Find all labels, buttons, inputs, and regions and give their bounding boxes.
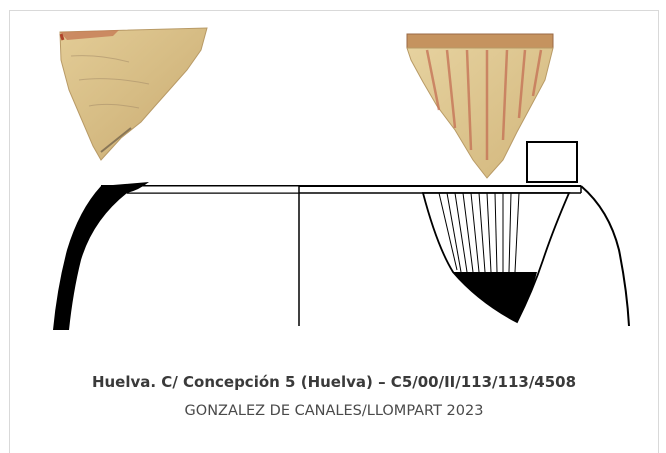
decoration-panel: [421, 192, 571, 324]
section-profile: [53, 182, 149, 330]
figure-caption-credit: GONZALEZ DE CANALES/LLOMPART 2023: [184, 403, 484, 419]
sherd-photo-right: [406, 33, 554, 179]
sherd-illustration: [53, 27, 630, 330]
rim-line: [101, 185, 582, 194]
figure-caption-title: Huelva. C/ Concepción 5 (Huelva) – C5/00…: [91, 373, 577, 391]
sherd-photo-left: [59, 27, 208, 161]
vessel-outline: [580, 185, 630, 327]
rim-section-box: [526, 141, 578, 183]
figure-frame: [9, 10, 659, 453]
